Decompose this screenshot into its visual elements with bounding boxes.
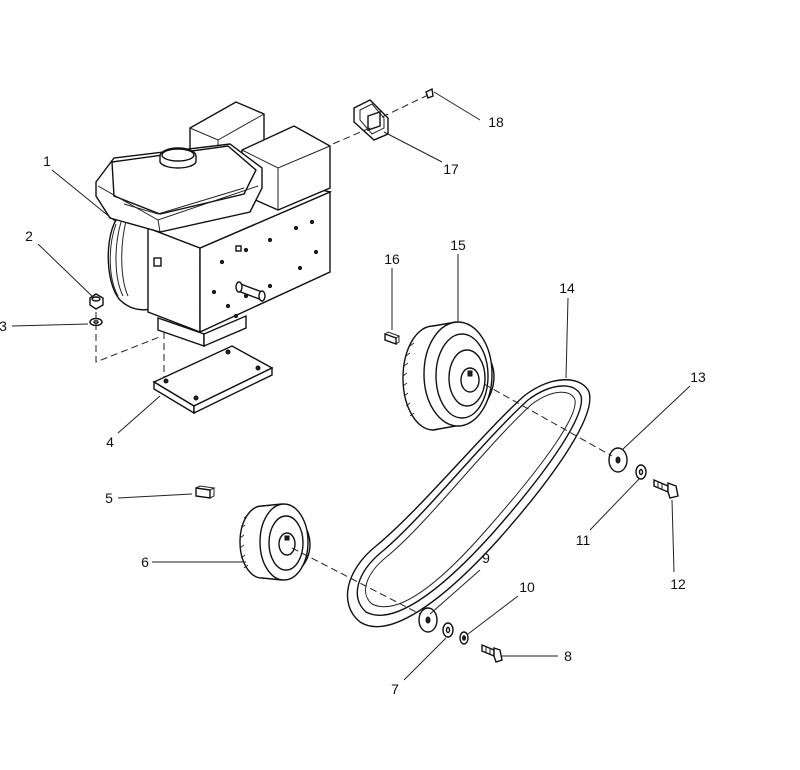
large-pulley [402,321,495,431]
callout-9: 9 [482,550,490,566]
hex-bolt-lower [481,643,503,663]
callout-15: 15 [450,237,466,253]
engine-mounting-plate [152,345,274,415]
small-pulley [239,503,311,581]
engine [95,101,333,348]
callout-1: 1 [43,153,51,169]
callout-18: 18 [488,114,504,130]
callout-6: 6 [141,554,149,570]
callout-10: 10 [519,579,535,595]
callout-13: 13 [690,369,706,385]
callout-16: 16 [384,251,400,267]
callout-17: 17 [443,161,459,177]
callout-14: 14 [559,280,575,296]
callout-labels: 1 2 3 4 5 6 7 8 9 10 11 12 13 14 15 16 1… [0,114,706,697]
flat-washer-lower [459,631,469,645]
callout-2: 2 [25,228,33,244]
large-washer-lower [418,607,438,633]
callout-11: 11 [576,532,591,548]
callout-7: 7 [391,681,399,697]
cable-clip [425,87,434,99]
bolt-path [95,312,163,363]
throttle-bracket [353,99,389,141]
callout-12: 12 [670,576,686,592]
pulley-key-short [195,485,216,499]
pulley-key-long [384,331,401,345]
hex-bolt-upper [653,478,679,499]
leader-lines [11,91,691,681]
large-washer-upper [608,447,628,473]
v-belt [346,379,591,628]
callout-3: 3 [0,318,7,334]
lock-washer-lower [442,622,454,638]
callout-4: 4 [106,434,114,450]
lock-washer-upper [635,464,647,480]
callout-5: 5 [105,490,113,506]
callout-8: 8 [564,648,572,664]
